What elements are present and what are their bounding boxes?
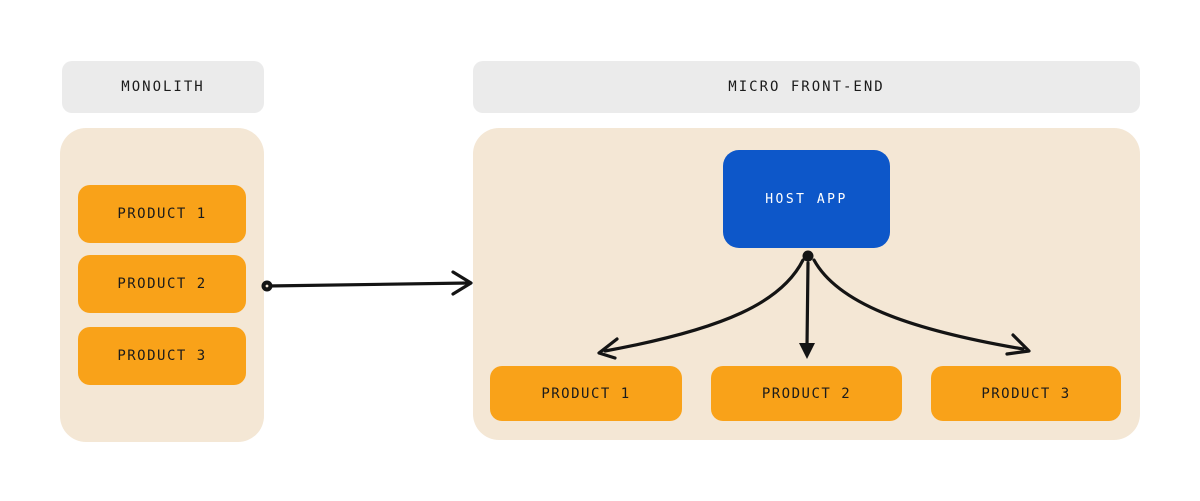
product-label: PRODUCT 2 bbox=[117, 276, 207, 292]
migration-arrowhead bbox=[451, 270, 473, 296]
host-app-label: HOST APP bbox=[765, 191, 848, 207]
arrowhead-product-1 bbox=[597, 337, 619, 360]
migration-arrow-line bbox=[265, 281, 471, 288]
monolith-header: MONOLITH bbox=[62, 61, 264, 113]
product-label: PRODUCT 1 bbox=[541, 385, 631, 402]
product-label: PRODUCT 1 bbox=[117, 206, 207, 222]
arrowhead-product-3 bbox=[1005, 333, 1031, 356]
host-fanout-arrows bbox=[597, 250, 1031, 360]
migration-arrow bbox=[261, 270, 473, 296]
host-app-node: HOST APP bbox=[723, 150, 890, 248]
migration-arrow-dot-center bbox=[265, 284, 269, 288]
monolith-title: MONOLITH bbox=[121, 79, 205, 95]
micro-frontend-title: MICRO FRONT-END bbox=[728, 79, 885, 95]
micro-frontend-product-2: PRODUCT 2 bbox=[711, 366, 902, 421]
product-label: PRODUCT 3 bbox=[981, 385, 1071, 402]
product-label: PRODUCT 2 bbox=[761, 385, 852, 402]
micro-frontend-product-3: PRODUCT 3 bbox=[931, 366, 1121, 421]
monolith-product-1: PRODUCT 1 bbox=[78, 185, 246, 243]
micro-frontend-product-1: PRODUCT 1 bbox=[490, 366, 682, 421]
arrow-to-product-3 bbox=[812, 258, 1025, 351]
monolith-product-2: PRODUCT 2 bbox=[78, 255, 246, 313]
arrowhead-product-2 bbox=[799, 343, 815, 359]
monolith-product-3: PRODUCT 3 bbox=[78, 327, 246, 385]
arrow-to-product-1 bbox=[603, 258, 805, 353]
arrow-to-product-2 bbox=[805, 261, 810, 348]
micro-frontend-header: MICRO FRONT-END bbox=[473, 61, 1140, 113]
product-label: PRODUCT 3 bbox=[117, 348, 207, 364]
fanout-origin-dot bbox=[802, 250, 814, 262]
